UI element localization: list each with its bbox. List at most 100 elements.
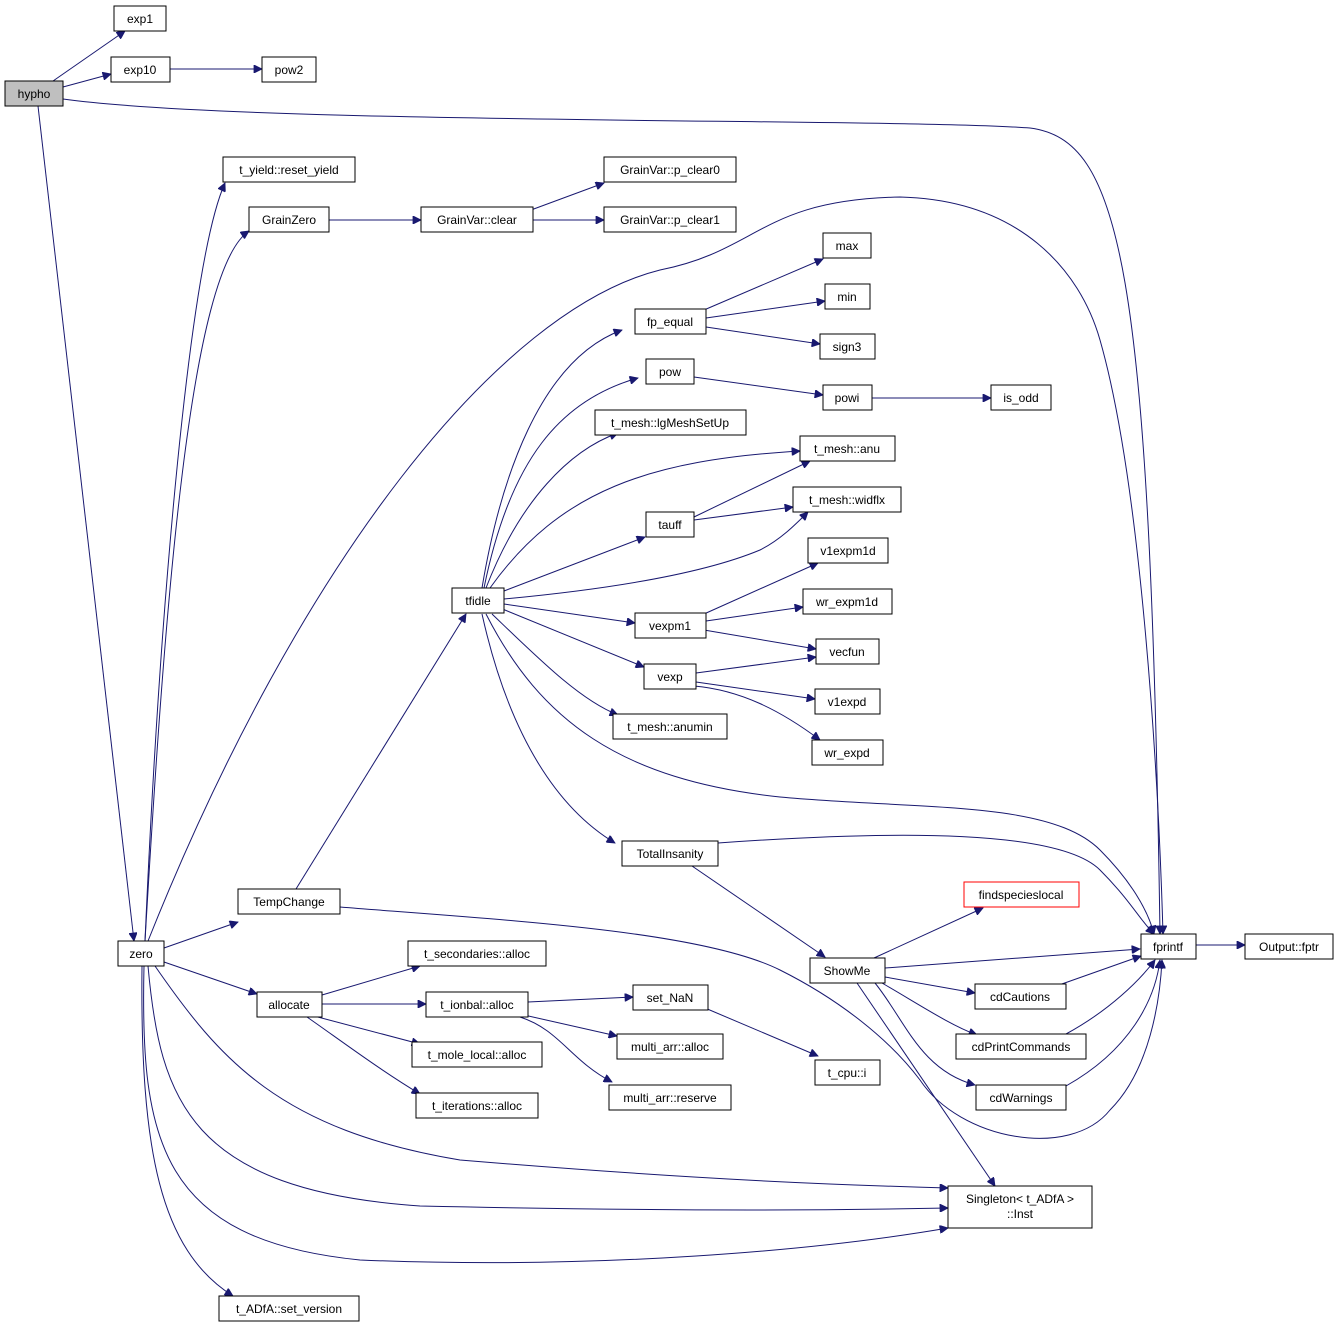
node-output-fptr[interactable]: Output::fptr — [1244, 933, 1334, 960]
edge-clear-pclear0 — [530, 183, 604, 211]
edge-vexp-vecfun — [695, 657, 816, 674]
node-label: t_cpu::i — [828, 1066, 867, 1080]
node-powi[interactable]: powi — [822, 384, 873, 411]
edge-ionbal-multiarralloc — [523, 1014, 617, 1036]
node-label: ShowMe — [824, 964, 871, 978]
edge-hypho-exp10 — [62, 74, 111, 88]
node-label: findspecieslocal — [979, 888, 1064, 902]
node-sign3[interactable]: sign3 — [819, 333, 876, 360]
node-label: tfidle — [465, 594, 491, 608]
node-anu[interactable]: t_mesh::anu — [799, 435, 896, 462]
node-label: GrainZero — [262, 213, 316, 227]
node-label: t_ionbal::alloc — [440, 998, 513, 1012]
edge-tfidle-widflx — [503, 512, 808, 600]
node-label: GrainVar::p_clear0 — [620, 163, 720, 177]
node-multiarr-reserve[interactable]: multi_arr::reserve — [608, 1084, 732, 1111]
node-showme[interactable]: ShowMe — [809, 957, 886, 984]
node-lgmeshsetup[interactable]: t_mesh::lgMeshSetUp — [594, 409, 747, 436]
node-v1expd[interactable]: v1expd — [814, 688, 881, 715]
node-cdprintcommands[interactable]: cdPrintCommands — [955, 1033, 1087, 1060]
edge-hypho-zero — [37, 105, 134, 941]
node-molelocal-alloc[interactable]: t_mole_local::alloc — [411, 1041, 543, 1068]
node-totalinsanity[interactable]: TotalInsanity — [621, 840, 719, 867]
edge-tempchange-tfidle — [295, 614, 466, 890]
node-anumin[interactable]: t_mesh::anumin — [612, 713, 728, 740]
edge-cdwarnings-fprintf — [1065, 960, 1160, 1087]
node-grainvar-clear[interactable]: GrainVar::clear — [420, 206, 534, 233]
node-label: TempChange — [253, 895, 325, 909]
edge-zero-fprintf — [147, 196, 1163, 942]
edge-vexpm1-vecfun — [703, 629, 816, 649]
node-label: vexp — [657, 670, 683, 684]
edge-ionbal-setnan — [527, 997, 633, 1003]
node-label: t_ADfA::set_version — [236, 1302, 342, 1316]
node-widflx[interactable]: t_mesh::widflx — [792, 486, 902, 513]
node-vecfun[interactable]: vecfun — [815, 638, 880, 665]
node-wrexpm1d[interactable]: wr_expm1d — [802, 588, 893, 615]
node-grainzero[interactable]: GrainZero — [248, 206, 330, 233]
node-label: t_mesh::widflx — [809, 493, 885, 507]
node-label: t_mesh::lgMeshSetUp — [611, 416, 729, 430]
edge-tfidle-pow — [483, 378, 638, 589]
node-pclear1[interactable]: GrainVar::p_clear1 — [603, 206, 737, 233]
node-exp1[interactable]: exp1 — [113, 5, 167, 32]
node-tempchange[interactable]: TempChange — [237, 888, 341, 915]
node-isodd[interactable]: is_odd — [990, 384, 1052, 411]
edge-zero-set-version — [141, 965, 233, 1296]
node-tfidle[interactable]: tfidle — [451, 587, 505, 614]
node-vexpm1[interactable]: vexpm1 — [634, 612, 707, 639]
node-iterations-alloc[interactable]: t_iterations::alloc — [415, 1092, 539, 1119]
node-cdcautions[interactable]: cdCautions — [974, 983, 1067, 1010]
node-label: sign3 — [833, 340, 862, 354]
node-v1expm1d[interactable]: v1expm1d — [807, 537, 889, 564]
node-pow2[interactable]: pow2 — [261, 56, 317, 83]
node-label: GrainVar::p_clear1 — [620, 213, 720, 227]
node-setnan[interactable]: set_NaN — [632, 984, 709, 1011]
node-min[interactable]: min — [824, 283, 871, 310]
edges — [37, 31, 1245, 1296]
edge-totalinsanity-showme — [691, 865, 825, 957]
node-label: pow — [659, 365, 681, 379]
node-reset-yield[interactable]: t_yield::reset_yield — [222, 156, 356, 183]
node-label-line2: ::Inst — [1007, 1207, 1034, 1221]
node-pow[interactable]: pow — [645, 358, 695, 385]
node-label: wr_expd — [823, 746, 869, 760]
node-zero[interactable]: zero — [117, 940, 165, 967]
edge-tfidle-fprintf — [485, 613, 1154, 934]
node-vexp[interactable]: vexp — [643, 663, 697, 690]
node-singleton-inst[interactable]: Singleton< t_ADfA > ::Inst — [947, 1185, 1093, 1229]
edge-cdcautions-fprintf — [1058, 956, 1141, 986]
node-label: set_NaN — [647, 991, 694, 1005]
node-hypho[interactable]: hypho — [4, 80, 64, 107]
edge-cdprintcommands-fprintf — [1065, 960, 1155, 1035]
node-fprintf[interactable]: fprintf — [1140, 933, 1197, 960]
node-wrexpd[interactable]: wr_expd — [811, 739, 884, 766]
edge-tfidle-anumin — [491, 613, 618, 715]
node-set-version[interactable]: t_ADfA::set_version — [218, 1295, 360, 1322]
node-cpu-i[interactable]: t_cpu::i — [814, 1059, 881, 1086]
node-max[interactable]: max — [822, 232, 872, 259]
node-allocate[interactable]: allocate — [256, 991, 323, 1018]
node-label: t_yield::reset_yield — [239, 163, 338, 177]
node-findspecieslocal[interactable]: findspecieslocal — [963, 881, 1080, 908]
node-label: exp10 — [124, 63, 157, 77]
edge-fpequal-min — [705, 301, 825, 319]
edge-tfidle-vexp — [499, 607, 644, 667]
edge-zero-tempchange — [163, 922, 238, 949]
node-label: cdCautions — [990, 990, 1050, 1004]
node-ionbal-alloc[interactable]: t_ionbal::alloc — [425, 991, 529, 1018]
node-label: v1expm1d — [820, 544, 875, 558]
node-label: t_mole_local::alloc — [428, 1048, 527, 1062]
node-tauff[interactable]: tauff — [645, 511, 695, 538]
node-secondaries-alloc[interactable]: t_secondaries::alloc — [407, 940, 547, 967]
edge-tfidle-lgmeshsetup — [485, 433, 618, 589]
edge-zero-singleton-a — [154, 965, 948, 1188]
node-fpequal[interactable]: fp_equal — [634, 308, 707, 335]
node-pclear0[interactable]: GrainVar::p_clear0 — [603, 156, 737, 183]
node-multiarr-alloc[interactable]: multi_arr::alloc — [616, 1033, 724, 1060]
node-cdwarnings[interactable]: cdWarnings — [975, 1084, 1067, 1111]
edge-setnan-cpui — [704, 1007, 818, 1056]
node-exp10[interactable]: exp10 — [110, 56, 171, 83]
node-label: fp_equal — [647, 315, 693, 329]
node-label: wr_expm1d — [815, 595, 878, 609]
